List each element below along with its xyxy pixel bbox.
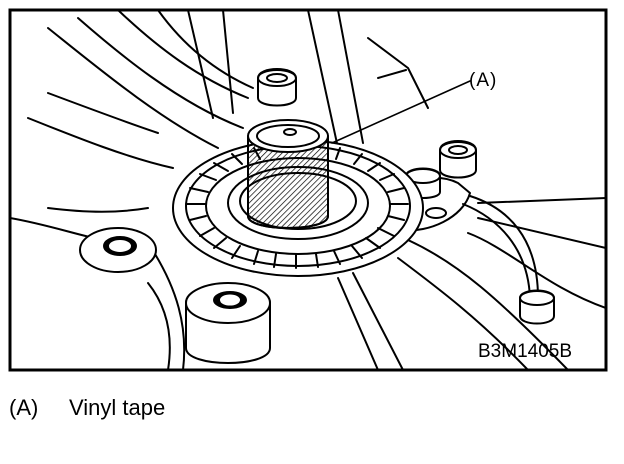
callout-label-a: (A) [469,70,498,91]
bolt-icon [519,289,555,325]
threaded-hole-icon [185,282,271,364]
threaded-hole-icon [79,227,157,273]
legend-key: (A) [9,395,39,420]
figure-id: B3M1405B [478,341,573,362]
housing-casting [10,10,606,370]
legend-text: Vinyl tape [69,395,166,420]
illustration-frame [8,8,608,372]
bolt-icon [439,140,477,179]
legend-row: (A) Vinyl tape [9,395,165,421]
callout-leader-line [331,80,471,144]
shaft-with-vinyl-tape [247,119,329,229]
bolt-icon [257,68,297,107]
